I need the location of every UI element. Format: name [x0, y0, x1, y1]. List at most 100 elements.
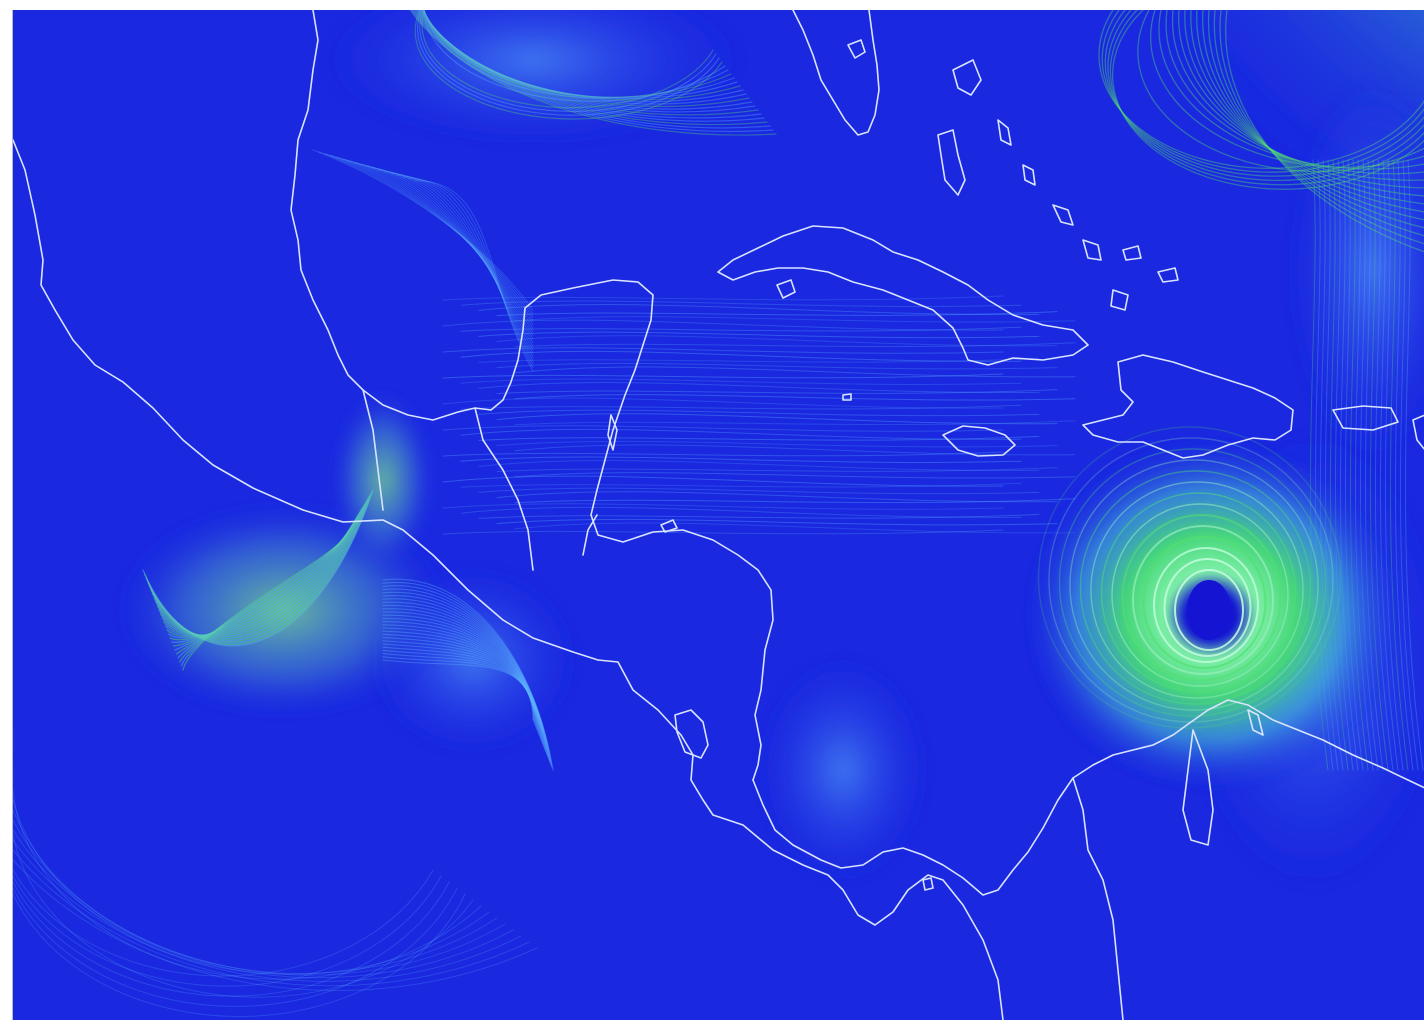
- spiral-band: [1142, 536, 1267, 669]
- hispaniola: [1082, 354, 1294, 459]
- wind-streak: [514, 522, 1076, 534]
- wind-streak: [366, 165, 534, 343]
- wind-streak: [442, 295, 1004, 301]
- wind-streak: [382, 598, 549, 759]
- wind-streak: [312, 149, 534, 311]
- wind-streak: [442, 397, 1004, 409]
- wind-streak: [382, 581, 553, 769]
- wind-streak: [1196, 10, 1424, 213]
- spiral-band: [1153, 547, 1259, 663]
- wind-streak: [382, 578, 554, 771]
- wind-streak: [496, 440, 1058, 448]
- wind-streak: [13, 849, 530, 987]
- wind-streak: [1165, 10, 1424, 175]
- wind-streak: [417, 10, 756, 113]
- wind-streak: [378, 169, 534, 351]
- border-line: [1247, 709, 1264, 736]
- wind-streak: [13, 799, 490, 975]
- caribbean-central-america-coast: [752, 699, 1424, 896]
- wind-streak: [409, 10, 777, 136]
- wind-streaks: [13, 10, 1424, 1018]
- wind-streak: [382, 633, 540, 737]
- pacific-coastline: [13, 139, 1004, 1020]
- wind-streak: [142, 489, 374, 647]
- wind-streak: [421, 10, 741, 101]
- wind-map-canvas[interactable]: [13, 10, 1424, 1020]
- wind-streak: [460, 428, 1022, 440]
- wind-streak: [1137, 10, 1424, 173]
- wind-streak: [421, 10, 714, 109]
- wind-streak: [382, 646, 537, 729]
- wind-streak: [416, 10, 720, 116]
- wind-streak: [1207, 10, 1424, 229]
- wind-streak: [478, 487, 1040, 495]
- wind-streak: [382, 649, 536, 727]
- wind-streak: [496, 413, 1058, 425]
- wind-streak: [423, 10, 732, 98]
- wind-streak: [372, 167, 534, 347]
- wind-streak: [1150, 10, 1424, 168]
- border-line: [1072, 777, 1124, 1020]
- wind-streak: [382, 588, 552, 765]
- spiral-band: [1163, 558, 1252, 657]
- wind-streak: [161, 513, 360, 636]
- wind-streak: [496, 335, 1058, 347]
- wind-streak: [423, 10, 729, 99]
- wind-streak: [13, 819, 506, 976]
- wind-streak: [478, 409, 1040, 417]
- wind-streak: [414, 10, 765, 122]
- wind-map[interactable]: [12, 10, 1424, 1020]
- border-line: [362, 389, 384, 511]
- wind-streak: [460, 482, 1022, 488]
- wind-streak: [163, 515, 359, 636]
- wind-streak: [382, 585, 552, 767]
- spiral-band: [1121, 514, 1282, 681]
- wind-streak: [1225, 10, 1424, 253]
- wind-streak: [442, 503, 1004, 510]
- wind-streak: [13, 829, 514, 979]
- wind-streak: [155, 505, 365, 638]
- wind-streak: [422, 10, 738, 100]
- lake-okeechobee: [847, 39, 866, 59]
- wind-streak: [143, 491, 373, 645]
- spiral-band: [1132, 525, 1274, 675]
- wind-streak: [13, 779, 474, 998]
- wind-streak: [478, 357, 1040, 363]
- wind-streak: [148, 497, 369, 642]
- spiral-band: [1100, 492, 1297, 693]
- wind-streak: [442, 451, 1004, 457]
- wind-streak: [1111, 10, 1424, 190]
- wind-streak: [410, 10, 774, 133]
- wind-streak: [336, 156, 534, 325]
- wind-streak: [180, 537, 345, 667]
- wind-streak: [382, 624, 543, 743]
- spiral-band: [1090, 481, 1304, 699]
- wind-streak: [147, 495, 371, 643]
- wind-streak: [514, 472, 1076, 479]
- wind-streak: [1101, 10, 1424, 173]
- wind-streak: [390, 172, 534, 358]
- wind-streak: [419, 10, 717, 113]
- wind-streak: [382, 630, 541, 739]
- wind-streak: [354, 162, 534, 336]
- wind-streak: [382, 617, 544, 747]
- spiral-band: [1058, 448, 1327, 717]
- wind-streak: [414, 180, 534, 372]
- wind-streak: [416, 10, 759, 116]
- wind-streak: [13, 789, 482, 980]
- wind-streak: [514, 394, 1076, 401]
- wind-streak: [478, 460, 1040, 472]
- wind-streak: [1171, 10, 1424, 181]
- wind-streak: [514, 366, 1076, 378]
- wind-streak: [13, 749, 450, 997]
- wind-streak: [145, 493, 372, 644]
- spiral-band: [1037, 426, 1342, 729]
- wind-streak: [1178, 10, 1424, 189]
- wind-streak: [1158, 10, 1424, 170]
- wind-streak: [382, 621, 544, 745]
- wind-streak: [418, 10, 753, 110]
- wind-streak: [496, 491, 1058, 503]
- wind-streak: [1098, 10, 1424, 169]
- wind-streak: [1404, 159, 1424, 771]
